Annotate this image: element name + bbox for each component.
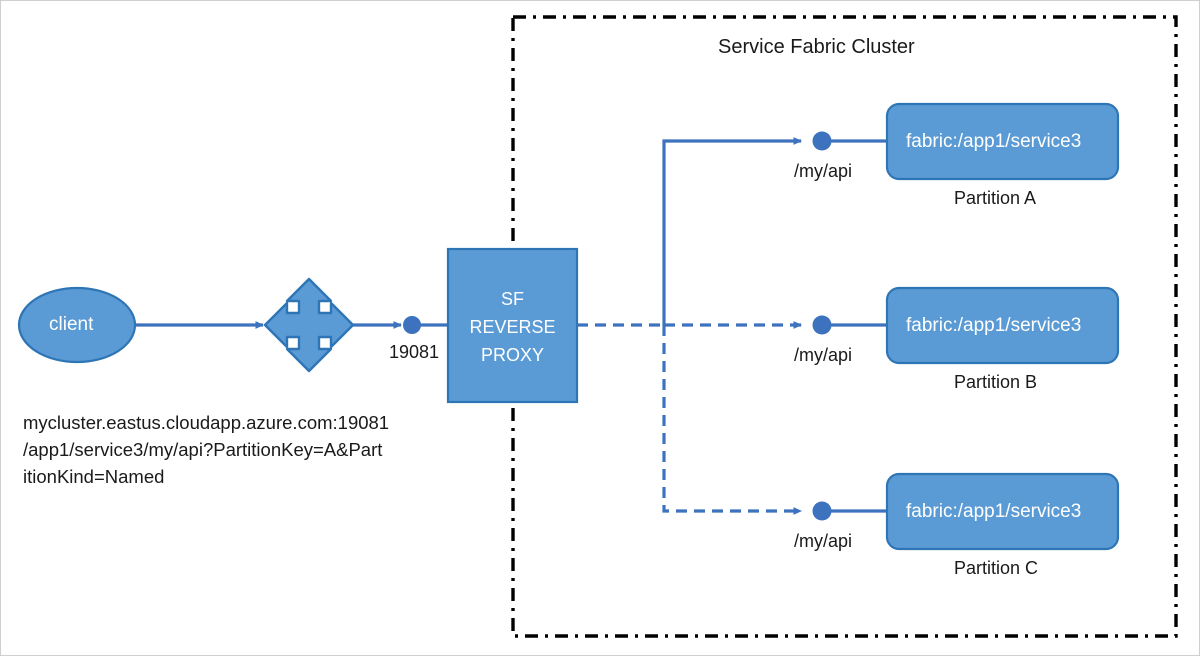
- route-branch-partition-a: [662, 137, 803, 325]
- reverse-proxy-box[interactable]: [446, 247, 579, 404]
- reverse-proxy-label-line2: REVERSE: [469, 317, 556, 337]
- port-label-19081: 19081: [389, 342, 440, 362]
- client-node[interactable]: [17, 286, 137, 364]
- request-url-line2: /app1/service3/my/api?PartitionKey=A&Par…: [23, 439, 383, 460]
- service-box-partition-c[interactable]: [885, 472, 1120, 551]
- endpoint-path-partition-c: /my/api: [794, 531, 853, 551]
- four-way-arrow-icon: [263, 277, 355, 373]
- request-url-line3: itionKind=Named: [23, 466, 165, 487]
- request-url-text: mycluster.eastus.cloudapp.azure.com:1908…: [23, 409, 463, 490]
- endpoint-path-partition-b: /my/api: [794, 345, 853, 365]
- service-box-partition-a[interactable]: [885, 102, 1120, 181]
- request-url-line1: mycluster.eastus.cloudapp.azure.com:1908…: [23, 412, 390, 433]
- route-branch-partition-c: [662, 325, 803, 515]
- endpoint-dot-19081: [403, 316, 421, 334]
- service-box-partition-b[interactable]: [885, 286, 1120, 365]
- reverse-proxy-label: SF REVERSE PROXY: [448, 285, 577, 369]
- partition-label-b: Partition B: [954, 372, 1038, 392]
- reverse-proxy-label-line3: PROXY: [480, 345, 545, 365]
- endpoint-path-partition-a: /my/api: [794, 161, 853, 181]
- cluster-title: Service Fabric Cluster: [718, 36, 915, 58]
- partition-label-a: Partition A: [954, 188, 1037, 208]
- partition-label-c: Partition C: [954, 558, 1039, 578]
- reverse-proxy-label-line1: SF: [500, 289, 524, 309]
